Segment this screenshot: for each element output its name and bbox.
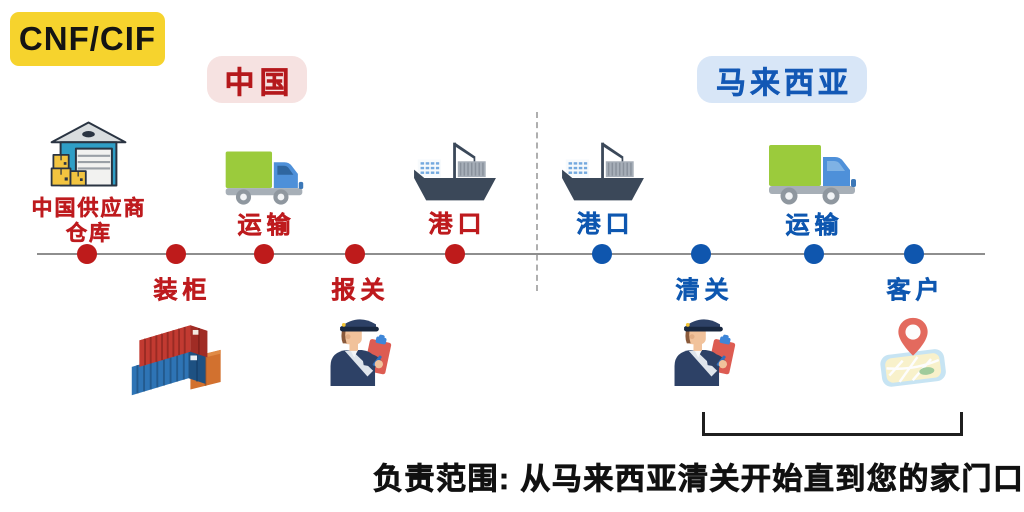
warehouse-icon — [40, 118, 136, 190]
country-divider-dashed-line — [536, 112, 538, 291]
stage-label-transport-malaysia: 运输 — [785, 212, 844, 239]
delivery-truck-icon — [223, 147, 305, 206]
stage-container-loading: 装柜 — [128, 277, 232, 399]
stage-label-customer: 客户 — [886, 277, 945, 304]
stage-customs-declaration: 报关 — [322, 277, 394, 386]
stage-label-supplier-warehouse: 中国供应商 仓库 — [31, 197, 147, 246]
stage-label-port-china: 港口 — [428, 211, 487, 238]
timeline-dot-transport-malaysia — [804, 244, 824, 264]
customs-officer-icon — [322, 312, 394, 386]
stage-label-customs-declaration: 报关 — [331, 277, 390, 304]
region-label-china: 中国 — [224, 66, 295, 100]
stage-port-china: 港口 — [412, 138, 498, 240]
stage-port-malaysia: 港口 — [560, 138, 646, 240]
cnf-cif-badge: CNF/CIF — [10, 12, 165, 66]
timeline-dot-container-loading — [166, 244, 186, 264]
cnf-cif-badge-label: CNF/CIF — [18, 20, 157, 57]
timeline-dot-supplier-warehouse — [77, 244, 97, 264]
stage-label-port-malaysia: 港口 — [576, 211, 635, 238]
customs-officer-icon — [666, 312, 738, 386]
stage-label-customs-clearance: 清关 — [675, 277, 734, 304]
stage-supplier-warehouse: 中国供应商 仓库 — [30, 118, 147, 246]
timeline-dot-transport-china — [254, 244, 274, 264]
shipping-containers-icon — [128, 312, 232, 399]
region-badge-malaysia: 马来西亚 — [697, 56, 867, 103]
responsibility-scope-note: 负责范围: 从马来西亚清关开始直到您的家门口 — [373, 463, 1024, 497]
cargo-ship-icon — [560, 138, 646, 205]
stage-customer: 客户 — [879, 277, 947, 388]
timeline-dot-port-china — [445, 244, 465, 264]
responsibility-scope-bracket — [702, 412, 963, 436]
timeline-dot-port-malaysia — [592, 244, 612, 264]
region-badge-china: 中国 — [207, 56, 307, 103]
stage-transport-china: 运输 — [223, 147, 305, 241]
timeline-dot-customer — [904, 244, 924, 264]
map-pin-icon — [879, 312, 947, 388]
stage-label-container-loading: 装柜 — [153, 277, 212, 304]
timeline-dot-customs-declaration — [345, 244, 365, 264]
timeline-dot-customs-clearance — [691, 244, 711, 264]
delivery-truck-icon — [766, 140, 858, 206]
stage-label-transport-china: 运输 — [237, 212, 296, 239]
cargo-ship-icon — [412, 138, 498, 205]
stage-customs-clearance: 清关 — [666, 277, 738, 386]
stage-transport-malaysia: 运输 — [766, 140, 858, 241]
region-label-malaysia: 马来西亚 — [716, 66, 852, 100]
timeline-line — [37, 253, 985, 255]
